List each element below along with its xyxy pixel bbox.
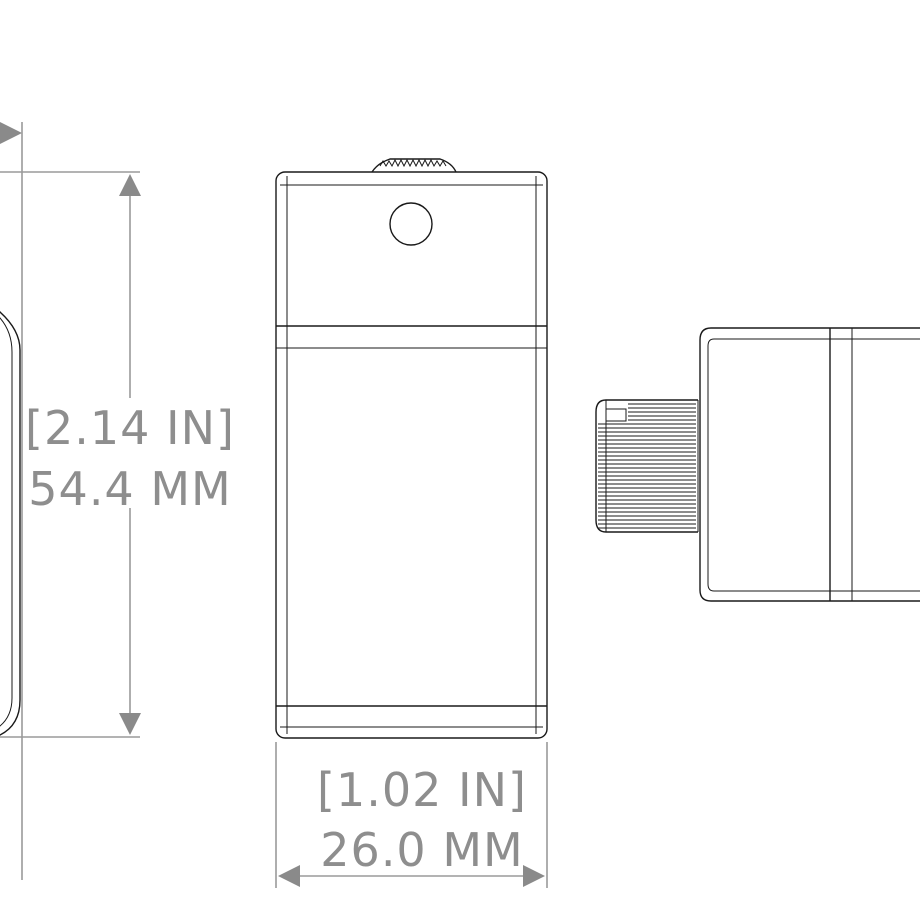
front-view — [275, 158, 548, 739]
knob-top-profile — [371, 158, 457, 173]
knob-top-teeth — [379, 158, 447, 168]
height-inches-label: [2.14 IN] — [25, 401, 235, 455]
side-view — [595, 327, 920, 602]
left-view — [0, 310, 21, 736]
knurled-knob — [595, 399, 699, 533]
top-left-dimension — [0, 122, 23, 880]
mounting-hole — [389, 202, 433, 246]
height-mm-label: 54.4 MM — [28, 462, 231, 516]
width-inches-label: [1.02 IN] — [317, 763, 527, 817]
width-mm-label: 26.0 MM — [320, 823, 523, 877]
height-dimension: [2.14 IN] 54.4 MM — [0, 171, 235, 738]
body-outline — [275, 171, 548, 739]
width-dimension: [1.02 IN] 26.0 MM — [275, 742, 548, 888]
side-body-outline — [699, 327, 920, 602]
